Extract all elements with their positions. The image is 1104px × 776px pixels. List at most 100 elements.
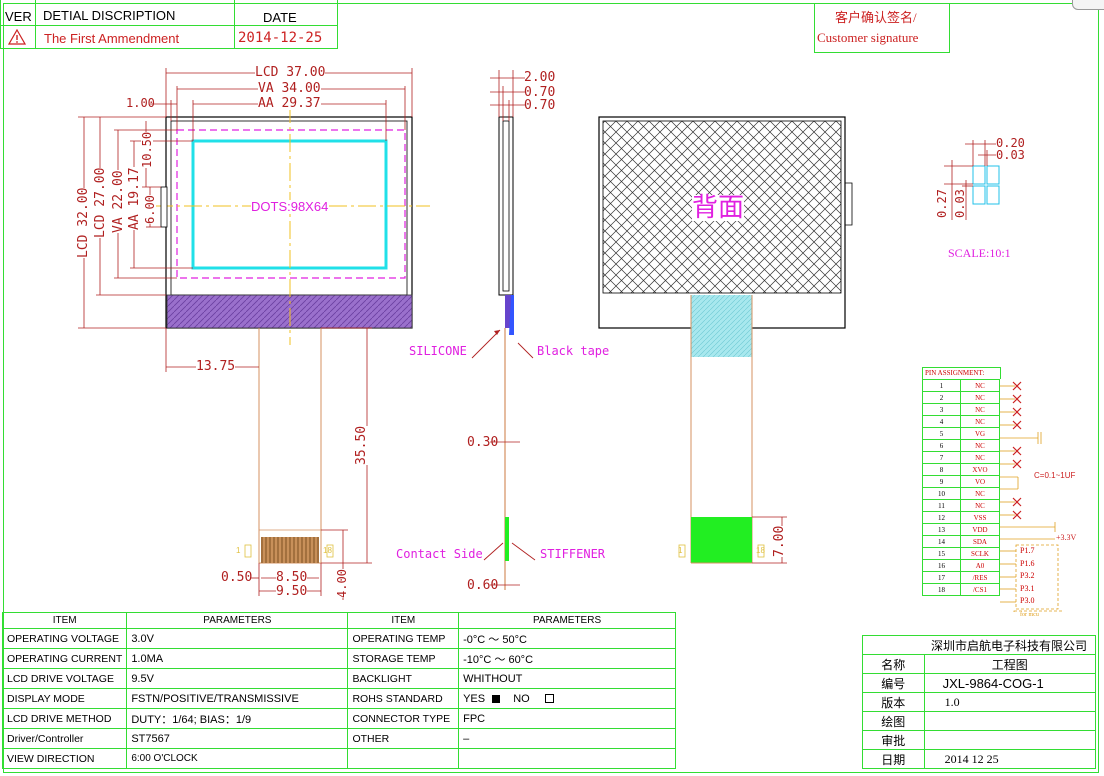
pin-number: 1 xyxy=(922,379,961,392)
pin-number: 15 xyxy=(922,547,961,560)
dim-lcd-height-2: LCD 27.00 xyxy=(93,167,108,238)
contact-side-label: Contact Side xyxy=(396,547,483,561)
viewing-area xyxy=(176,129,406,279)
dim-va-width: VA 34.00 xyxy=(258,81,321,96)
dim-aa-width: AA 29.37 xyxy=(258,96,321,111)
table-row: 名称工程图 xyxy=(862,654,1097,674)
black-tape-label: Black tape xyxy=(537,344,610,358)
pin-number: 7 xyxy=(922,451,961,464)
revision-block: VER DETIAL DISCRIPTION DATE The First Am… xyxy=(0,0,338,49)
back-view xyxy=(598,116,853,564)
mcu-ports: P1.7 P1.6 P3.2 P3.1 P3.0 xyxy=(1020,546,1034,609)
back-pin-last: 18 xyxy=(756,546,765,555)
mcu-port: P3.1 xyxy=(1020,583,1035,593)
specs-header-params-2: PARAMETERS xyxy=(458,612,676,629)
pin-number: 16 xyxy=(922,559,961,572)
table-row: DISPLAY MODE FSTN/POSITIVE/TRANSMISSIVE … xyxy=(1,688,676,709)
table-row: 审批 xyxy=(862,730,1097,750)
pin-name: SDA xyxy=(960,535,1000,548)
dim-pixel-003a: 0.03 xyxy=(996,148,1025,162)
mechanical-drawing xyxy=(78,68,1063,612)
dim-10-50: 10.50 xyxy=(140,131,154,168)
dim-lcd-width: LCD 37.00 xyxy=(255,65,326,80)
mcu-port: P1.6 xyxy=(1020,558,1035,568)
stiffener-label: STIFFENER xyxy=(540,547,606,561)
pin-number: 6 xyxy=(922,439,961,452)
dim-fpc-thick: 0.30 xyxy=(467,435,499,450)
rohs-yes-checkbox xyxy=(492,694,501,703)
pin-name: VG xyxy=(960,427,1000,440)
back-view-label: 背面 xyxy=(692,193,745,222)
specs-header-item: ITEM xyxy=(1,612,128,629)
pin-name: NC xyxy=(960,391,1000,404)
dim-6-00: 6.00 xyxy=(143,195,157,224)
pin-number: 18 xyxy=(922,583,961,596)
mcu-port: P3.2 xyxy=(1020,571,1035,581)
pixel-detail xyxy=(944,140,1000,220)
front-pin-first: 1 xyxy=(236,546,241,555)
pin-row: 17/RES xyxy=(922,571,1000,584)
pin-name: A0 xyxy=(960,559,1000,572)
company-name: 深圳市启航电子科技有限公司 xyxy=(862,635,1096,655)
mcu-port: P1.7 xyxy=(1020,546,1035,555)
drawing-number: JXL-9864-COG-1 xyxy=(923,673,1097,693)
rohs-cell: YES NO xyxy=(458,688,676,709)
dim-pitch: 0.50 xyxy=(221,570,253,585)
customer-signature-cn: 客户确认签名/ xyxy=(835,10,917,25)
dim-lcd-height: LCD 32.00 xyxy=(76,187,91,258)
pin-row: 18/CS1 xyxy=(922,583,1000,596)
pin-number: 10 xyxy=(922,487,961,500)
pin-number: 8 xyxy=(922,463,961,476)
dim-side-070b: 0.70 xyxy=(524,98,556,113)
dim-left-margin: 1.00 xyxy=(126,96,155,110)
scale-label: SCALE:10:1 xyxy=(948,246,1011,260)
dim-pixel-027: 0.27 xyxy=(935,189,949,218)
customer-signature-box: 客户确认签名/ Customer signature xyxy=(814,3,950,53)
pin-name: /CS1 xyxy=(960,583,1000,596)
rev-col-date: DATE xyxy=(263,10,297,25)
pin-name: /RES xyxy=(960,571,1000,584)
vdd-note: +3.3V xyxy=(1056,533,1077,542)
side-view xyxy=(471,70,536,590)
cap-note: C=0.1~1UF xyxy=(1034,471,1076,480)
front-pin-last: 18 xyxy=(323,546,332,555)
dim-side-thick: 2.00 xyxy=(524,70,556,85)
dim-stiff-thick: 0.60 xyxy=(467,578,499,593)
specs-header-params: PARAMETERS xyxy=(126,612,349,629)
pin-name: NC xyxy=(960,487,1000,500)
pin-number: 11 xyxy=(922,499,961,512)
pin-name: NC xyxy=(960,439,1000,452)
pin-number: 2 xyxy=(922,391,961,404)
dim-pixel-020: 0.20 xyxy=(996,136,1025,150)
pin-wiring xyxy=(1000,385,1063,612)
pin-number: 17 xyxy=(922,571,961,584)
mcu-port: P3.0 xyxy=(1020,596,1035,606)
pin-name: SCLK xyxy=(960,547,1000,560)
silicone-label: SILICONE xyxy=(409,344,467,358)
pin-number: 14 xyxy=(922,535,961,548)
dots-label: DOTS:98X64 xyxy=(251,199,329,214)
dim-pixel-003b: 0.03 xyxy=(953,189,967,218)
specs-header-item-2: ITEM xyxy=(347,612,460,629)
pin-number: 13 xyxy=(922,523,961,536)
